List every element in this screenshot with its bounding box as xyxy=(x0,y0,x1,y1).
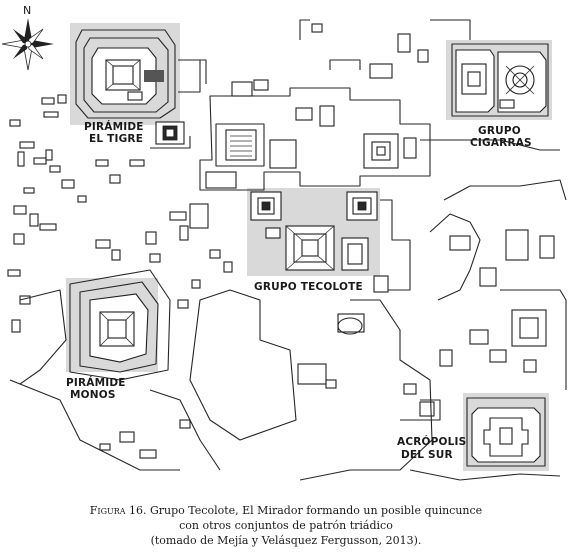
acropolis-sur-structure xyxy=(466,397,546,467)
east-complex xyxy=(400,179,567,421)
label-acropolis-sur-2: DEL SUR xyxy=(401,449,453,461)
caption-figure-label: Figura 16. xyxy=(89,504,147,517)
label-grupo-cigarras-2: CIGARRAS xyxy=(470,137,532,149)
caption-line-2: con otros conjuntos de patrón triádico xyxy=(179,519,393,532)
label-acropolis-sur-1: ACRÓPOLIS xyxy=(397,435,466,448)
grupo-cigarras-structure xyxy=(420,19,560,151)
label-piramide-monos-1: PIRÁMIDE xyxy=(66,376,126,389)
caption-line-1: Figura 16. Grupo Tecolote, El Mirador fo… xyxy=(0,503,572,518)
label-grupo-cigarras-1: GRUPO xyxy=(478,125,521,137)
west-structures xyxy=(7,94,233,333)
compass-north-letter: N xyxy=(23,4,31,17)
figure-caption: Figura 16. Grupo Tecolote, El Mirador fo… xyxy=(0,503,572,548)
piramide-monos-structure xyxy=(19,269,171,385)
piramide-tigre-structure xyxy=(75,29,201,119)
stepped-pyramid xyxy=(225,129,257,161)
caption-line-3: (tomado de Mejía y Velásquez Fergusson, … xyxy=(150,534,422,547)
label-piramide-tigre-2: EL TIGRE xyxy=(89,133,143,145)
compass-rose-icon xyxy=(1,18,54,71)
site-map: N xyxy=(1,4,567,481)
grupo-tecolote-structure xyxy=(250,191,411,293)
south-plaza xyxy=(9,289,561,481)
label-grupo-tecolote: GRUPO TECOLOTE xyxy=(254,281,363,293)
central-north-complex xyxy=(190,19,431,191)
caption-line-1-text: Grupo Tecolote, El Mirador formando un p… xyxy=(146,504,483,517)
label-piramide-monos-2: MONOS xyxy=(70,389,116,401)
label-piramide-tigre-1: PIRÁMIDE xyxy=(84,120,144,133)
map-labels: PIRÁMIDE EL TIGRE GRUPO CIGARRAS GRUPO T… xyxy=(66,120,532,461)
tigre-small-temple xyxy=(150,121,191,149)
